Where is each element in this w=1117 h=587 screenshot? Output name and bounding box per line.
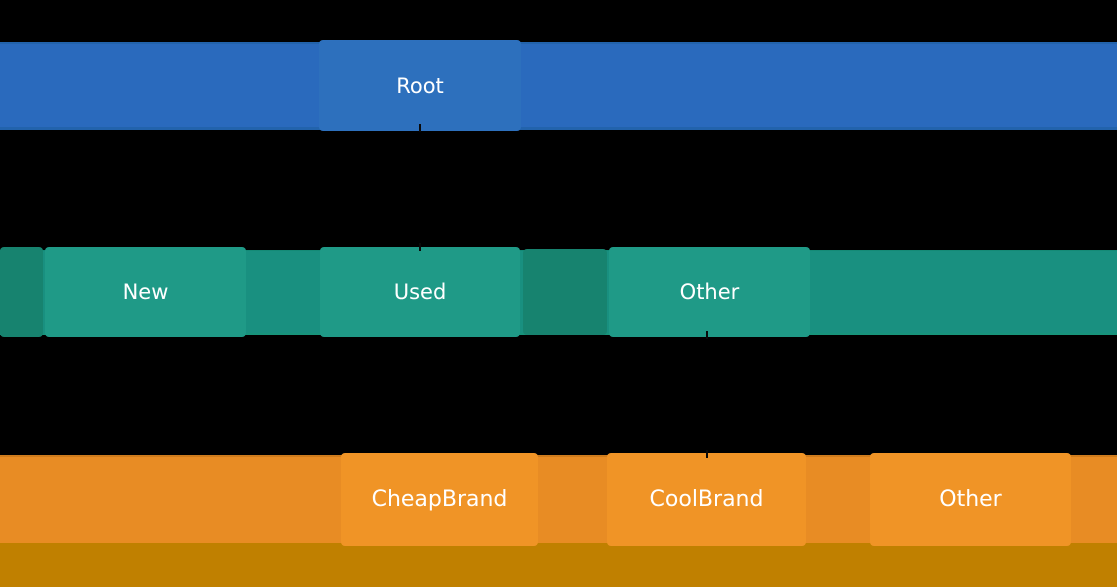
connector-stub-other-bottom [706,331,708,339]
connector-stub-root-bottom [419,124,421,132]
level4-strip [0,543,1117,587]
connector-stub-used-top [419,243,421,251]
node-unlabeled-mid[interactable] [523,249,607,335]
node-coolbrand[interactable]: CoolBrand [607,453,806,546]
node-root[interactable]: Root [319,40,521,131]
node-used[interactable]: Used [320,247,520,337]
node-other[interactable]: Other [609,247,810,337]
connector-stub-coolbrand-top [706,450,708,458]
node-cheapbrand[interactable]: CheapBrand [341,453,538,546]
node-unlabeled-left[interactable] [0,247,43,337]
node-other-brand[interactable]: Other [870,453,1071,546]
node-new[interactable]: New [45,247,246,337]
level1-bar [0,42,1117,130]
